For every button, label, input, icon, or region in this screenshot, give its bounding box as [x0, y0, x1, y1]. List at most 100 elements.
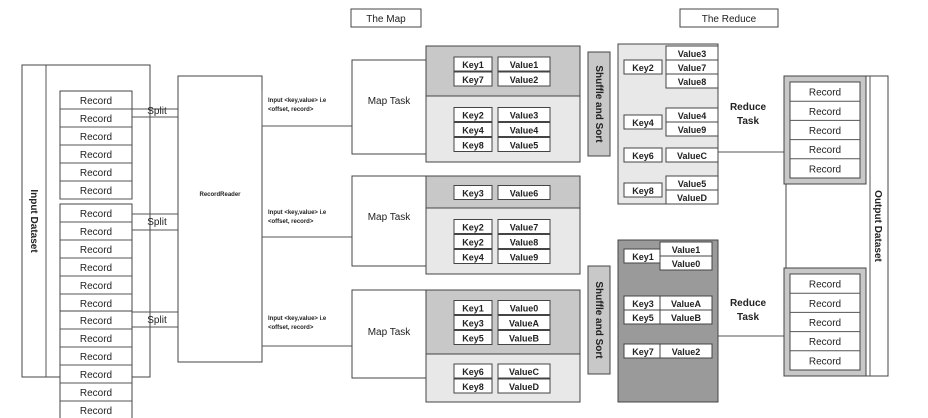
record-label: Record	[809, 299, 841, 310]
key-cell: Key5	[462, 334, 484, 344]
record-label: Record	[809, 356, 841, 367]
reduce-header: The Reduce	[679, 8, 779, 28]
value-cell: Value6	[510, 189, 539, 199]
svg-text:Task: Task	[737, 312, 759, 323]
record-label: Record	[80, 334, 112, 345]
key-cell: Key4	[462, 253, 484, 263]
record-reader: RecordReader	[177, 75, 263, 363]
output-record-groups: RecordRecordRecordRecordRecordRecordReco…	[783, 75, 867, 377]
record-label: Record	[80, 245, 112, 256]
key-cell: Key1	[462, 60, 484, 70]
key-cell: Key1	[462, 304, 484, 314]
record-label: Record	[80, 352, 112, 363]
record-label: Record	[80, 186, 112, 197]
record-label: Record	[80, 370, 112, 381]
reduce-key-group: Key7 Value2	[623, 343, 713, 359]
value-cell: Value8	[510, 238, 539, 248]
input-note-1: Input <key,value> i.e <offset, record>	[261, 90, 352, 127]
value-cell: Value9	[678, 125, 707, 135]
svg-text:Map Task: Map Task	[368, 212, 412, 223]
key-cell: Key3	[462, 319, 484, 329]
svg-text:<offset, record>: <offset, record>	[268, 219, 314, 225]
svg-text:Split: Split	[147, 106, 167, 117]
key-cell: Key7	[462, 75, 484, 85]
svg-text:Shuffle and Sort: Shuffle and Sort	[593, 65, 604, 143]
record-label: Record	[809, 280, 841, 291]
svg-text:Input <key,value> i.e: Input <key,value> i.e	[268, 98, 327, 104]
svg-text:Task: Task	[737, 116, 759, 127]
value-cell: Value1	[672, 245, 701, 255]
value-cell: ValueD	[509, 382, 540, 392]
record-label: Record	[809, 318, 841, 329]
record-label: Record	[809, 164, 841, 175]
record-label: Record	[80, 209, 112, 220]
reduce-task-2: Reduce Task	[718, 298, 786, 337]
svg-text:Reduce: Reduce	[730, 298, 767, 309]
svg-text:Map Task: Map Task	[368, 327, 412, 338]
key-cell: Key3	[632, 299, 654, 309]
svg-text:The Map: The Map	[366, 14, 406, 25]
svg-text:Split: Split	[147, 217, 167, 228]
value-cell: Value1	[510, 60, 539, 70]
svg-text:Reduce: Reduce	[730, 102, 767, 113]
value-cell: ValueC	[509, 367, 540, 377]
key-cell: Key4	[462, 126, 484, 136]
key-cell: Key5	[632, 313, 654, 323]
record-label: Record	[80, 299, 112, 310]
value-cell: Value2	[672, 347, 701, 357]
key-cell: Key1	[632, 252, 654, 262]
value-cell: Value5	[510, 141, 539, 151]
key-cell: Key8	[632, 186, 654, 196]
map-header: The Map	[350, 8, 422, 28]
record-label: Record	[80, 281, 112, 292]
key-cell: Key7	[632, 347, 654, 357]
value-cell: Value8	[678, 77, 707, 87]
split-2: Split	[132, 213, 178, 231]
value-cell: Value0	[510, 304, 539, 314]
value-cell: Value7	[678, 63, 707, 73]
input-record-groups: RecordRecordRecordRecordRecordRecordReco…	[59, 90, 133, 418]
key-cell: Key2	[462, 223, 484, 233]
record-label: Record	[80, 96, 112, 107]
svg-text:RecordReader: RecordReader	[199, 192, 241, 198]
shuffle-sort-1: Shuffle and Sort	[587, 51, 611, 157]
record-label: Record	[809, 88, 841, 99]
value-cell: ValueA	[509, 319, 540, 329]
value-cell: Value3	[678, 49, 707, 59]
value-cell: ValueC	[677, 151, 708, 161]
reduce-key-groups: Key2Value3Value7Value8Key4Value4Value9Ke…	[623, 45, 719, 359]
map-task-1: Map Task	[351, 59, 427, 155]
svg-text:<offset, record>: <offset, record>	[268, 325, 314, 331]
svg-text:<offset, record>: <offset, record>	[268, 107, 314, 113]
key-cell: Key3	[462, 189, 484, 199]
key-cell: Key8	[462, 141, 484, 151]
record-label: Record	[809, 145, 841, 156]
svg-text:Output Dataset: Output Dataset	[872, 190, 883, 262]
record-label: Record	[80, 227, 112, 238]
key-cell: Key8	[462, 382, 484, 392]
record-label: Record	[80, 406, 112, 417]
value-cell: ValueD	[677, 193, 708, 203]
split-1: Split	[132, 106, 178, 118]
input-note-3: Input <key,value> i.e <offset, record>	[262, 316, 352, 347]
key-cell: Key2	[462, 238, 484, 248]
map-task-3: Map Task	[351, 289, 427, 379]
value-cell: Value0	[672, 259, 701, 269]
value-cell: Value3	[510, 111, 539, 121]
reduce-task-1: Reduce Task	[718, 102, 786, 153]
key-cell: Key2	[462, 111, 484, 121]
key-cell: Key6	[632, 151, 654, 161]
split-3: Split	[132, 311, 178, 328]
key-cell: Key4	[632, 118, 654, 128]
input-note-2: Input <key,value> i.e <offset, record>	[262, 210, 352, 238]
value-cell: Value5	[678, 179, 707, 189]
